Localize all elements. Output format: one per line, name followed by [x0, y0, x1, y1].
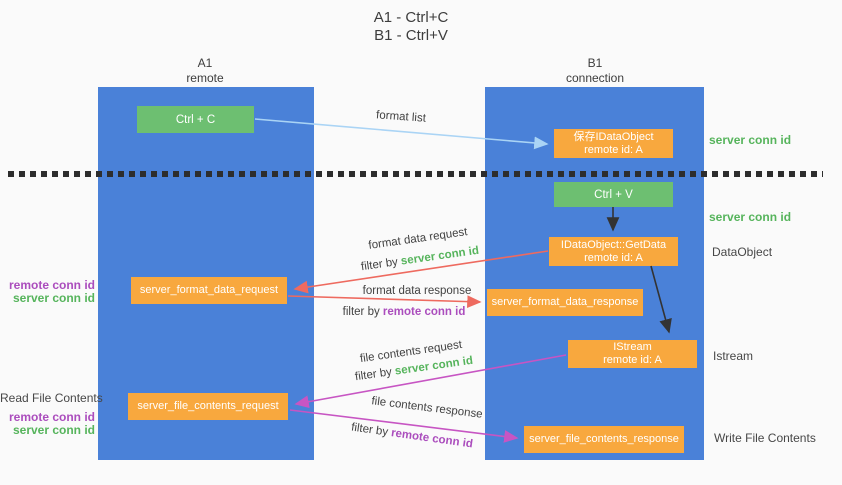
write-file-contents-label: Write File Contents: [714, 431, 816, 445]
right-server-conn-id-1: server conn id: [709, 133, 792, 147]
istream-title: IStream: [613, 341, 652, 353]
left-server-conn-id-1: server conn id: [12, 291, 95, 305]
filter-by-text: filter by: [350, 421, 392, 440]
left-remote-conn-id-2: remote conn id: [8, 410, 95, 424]
right-column-header: B1 connection: [535, 56, 655, 86]
getdata-remote-id: remote id: A: [584, 251, 643, 264]
filter-by-text: filter by: [360, 255, 402, 274]
left-column-header: A1 remote: [145, 56, 265, 86]
save-idataobject-remote-id: remote id: A: [584, 143, 643, 156]
istream-remote-id: remote id: A: [603, 354, 662, 366]
ctrl-c-box: Ctrl + C: [137, 106, 254, 133]
format-response-filter-label: filter by remote conn id: [343, 306, 466, 318]
server-file-contents-response-box: server_file_contents_response: [524, 426, 684, 453]
format-data-response-label: format data response: [362, 285, 472, 297]
save-idataobject-title: 保存IDataObject: [573, 130, 654, 143]
read-file-contents-label: Read File Contents: [0, 391, 103, 405]
istream-box: IStream remote id: A: [568, 340, 697, 368]
getdata-title: IDataObject::GetData: [560, 238, 667, 251]
file-response-filter-label: filter by remote conn id: [350, 422, 473, 451]
diagram-title: A1 - Ctrl+C B1 - Ctrl+V: [311, 9, 511, 45]
title-line-1: A1 - Ctrl+C: [373, 9, 449, 26]
left-server-conn-id-2: server conn id: [12, 423, 95, 437]
istream-side-label: Istream: [713, 349, 754, 363]
left-column-name: A1: [197, 56, 213, 70]
right-column-role: connection: [565, 71, 625, 85]
server-file-contents-request-box: server_file_contents_request: [128, 393, 288, 420]
filter-by-text: filter by: [342, 306, 383, 318]
right-column-name: B1: [587, 56, 603, 70]
title-line-2: B1 - Ctrl+V: [374, 27, 448, 44]
file-contents-response-label: file contents response: [370, 395, 484, 421]
ctrl-v-box: Ctrl + V: [554, 182, 673, 207]
dataobject-label: DataObject: [712, 245, 773, 259]
remote-conn-id-highlight: remote conn id: [382, 306, 466, 318]
server-conn-id-highlight: server conn id: [400, 244, 480, 268]
server-format-data-request-box: server_format_data_request: [131, 277, 287, 304]
remote-conn-id-highlight: remote conn id: [390, 427, 474, 451]
session-divider-dotted-line: [8, 171, 823, 177]
save-idataobject-box: 保存IDataObject remote id: A: [554, 129, 673, 158]
right-server-conn-id-2: server conn id: [709, 210, 792, 224]
left-remote-conn-id-1: remote conn id: [8, 278, 95, 292]
idataobject-getdata-box: IDataObject::GetData remote id: A: [549, 237, 678, 266]
server-format-data-response-box: server_format_data_response: [487, 289, 643, 316]
left-column-role: remote: [186, 71, 224, 85]
filter-by-text: filter by: [354, 365, 396, 384]
format-list-label: format list: [375, 109, 427, 125]
